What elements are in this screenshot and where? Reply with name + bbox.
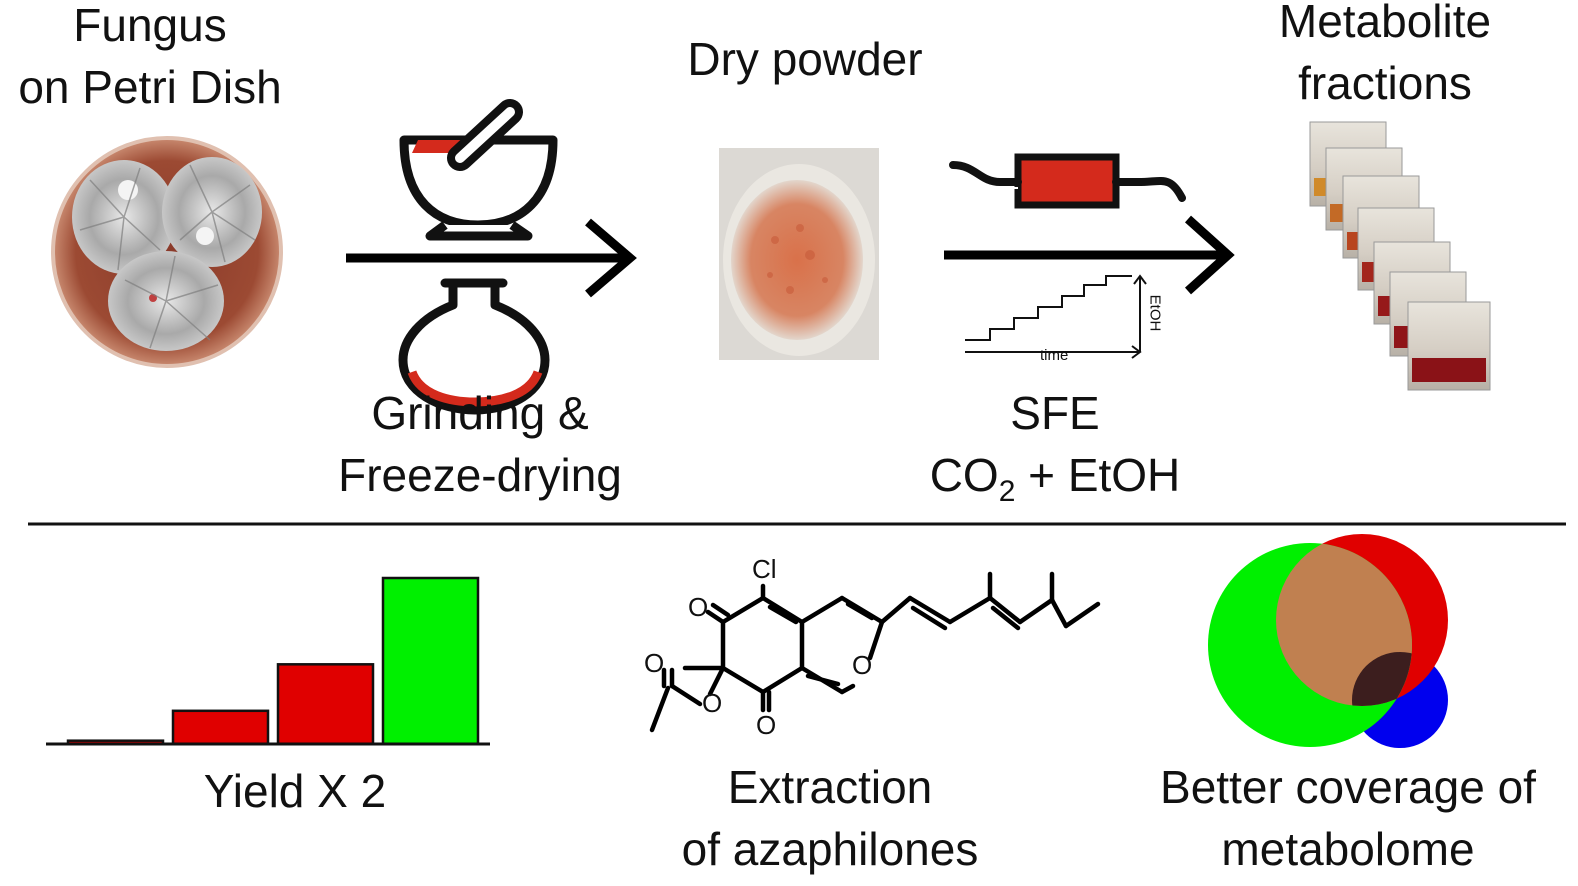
sfe-co-text: CO [929,449,999,501]
atom-label-o-carbonyl: O [644,648,665,678]
petri-dish-image [51,136,283,368]
atom-label-o-ring: O [852,650,873,680]
fractions-label-line2: fractions [1298,57,1472,109]
yield-bar-2 [171,709,270,746]
yield-bar-3 [276,663,375,746]
flask-icon [398,278,550,415]
sfe-co2-subscript: 2 [998,475,1016,508]
ethanol-gradient-plot [965,274,1147,359]
sfe-etoh-text: + EtOH [1015,449,1181,501]
coverage-label-line1: Better coverage of [1160,761,1536,813]
atom-label-o-ketone-bottom: O [756,710,777,740]
dry-powder-image [719,148,879,360]
sfe-label-line1: SFE [1010,387,1100,439]
yield-label: Yield X 2 [203,765,387,817]
fungus-label-line2: on Petri Dish [18,61,282,113]
fraction-vials-image [1309,121,1491,391]
fractions-label-line1: Metabolite [1278,0,1492,47]
vial-7 [1407,301,1491,391]
azaphilone-structure [649,571,1101,733]
coverage-venn-diagram [1208,534,1448,748]
fungus-label: Fungus on Petri Dish [0,0,300,118]
coverage-label: Better coverage of metabolome [1128,756,1568,880]
fungus-label-line1: Fungus [73,0,227,51]
fungal-colonies [72,157,262,351]
coverage-label-line2: metabolome [1221,823,1475,875]
gradient-y-label: EtOH [1146,294,1164,332]
fractions-label: Metabolite fractions [1235,0,1535,114]
atom-label-o-ketone-top: O [688,592,709,622]
gradient-x-label: time [1040,347,1069,364]
atom-label-o-ester: O [702,688,723,718]
grinding-label: Grinding & Freeze-drying [310,382,650,506]
atom-label-cl: Cl [752,554,777,584]
yield-bar-4 [381,576,480,746]
grinding-label-line1: Grinding & [371,387,589,439]
mortar-pestle-icon [399,99,558,241]
azaphilones-label-line1: Extraction [727,761,933,813]
process-arrow-2 [944,215,1235,295]
sfe-label: SFE CO2 + EtOH [900,382,1210,523]
sfe-label-line2: CO2 + EtOH [900,444,1210,523]
yield-bar-chart [46,576,490,746]
process-arrow-1 [346,218,637,298]
azaphilones-label-line2: of azaphilones [681,823,979,875]
powder-label: Dry powder [687,33,923,85]
azaphilones-label: Extraction of azaphilones [640,756,1020,880]
sfe-cartridge-icon [949,153,1186,209]
grinding-label-line2: Freeze-drying [338,449,622,501]
